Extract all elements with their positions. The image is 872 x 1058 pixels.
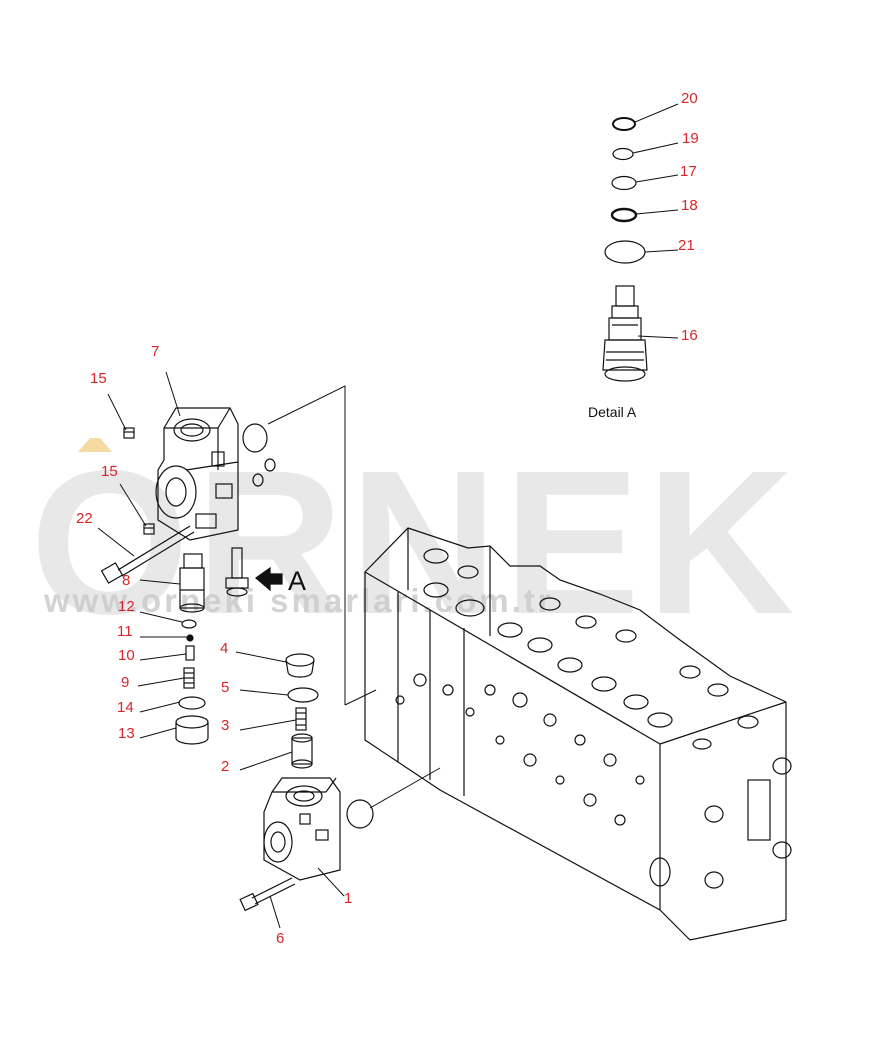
part-6-bolt [239,877,296,912]
part-5-ring [287,687,319,703]
callout-21: 21 [678,237,695,254]
seal-ring-lower [346,799,374,829]
detail-a-parts [602,117,648,382]
callout-17: 17 [680,163,697,180]
detail-a-caption: Detail A [588,404,637,420]
callout-leaders [97,371,345,929]
callout-4: 4 [220,640,229,657]
callout-22: 22 [76,510,93,527]
callout-2: 2 [221,758,230,775]
part-3-spring [295,707,307,731]
small-ring-a [264,458,276,472]
part-9-spring [183,667,195,689]
watermark-brand: ORNEK [30,428,801,657]
part-13-cap [175,715,209,745]
watermark-accent [78,438,112,452]
part-15-plug-lower [143,523,155,535]
callout-10: 10 [118,647,135,664]
part-21-ring [604,240,646,264]
part-15-plug-upper [123,427,135,439]
spool-a [225,547,249,597]
callout-6: 6 [276,930,285,947]
part-16-valve [602,285,648,382]
callout-13: 13 [118,725,135,742]
assembly-guide-line [267,385,346,705]
detail-leaders [632,103,679,339]
part-18-ring [610,207,638,223]
callout-11: 11 [117,623,133,640]
part-17-ring [611,175,637,191]
part-22-bolt [100,525,195,584]
callout-19: 19 [682,130,699,147]
part-1-housing [263,777,341,881]
part-8-sleeve [179,553,205,613]
callout-16: 16 [681,327,698,344]
small-ring-b [252,473,264,487]
callout-14: 14 [117,699,134,716]
part-12-ring [181,619,197,629]
callout-20: 20 [681,90,698,107]
main-valve-block [364,527,792,941]
callout-9: 9 [121,674,130,691]
callout-1: 1 [344,890,353,907]
view-arrow [255,566,283,592]
part-7-valve-housing [155,407,239,541]
callout-5: 5 [221,679,230,696]
part-10-plunger [185,645,195,661]
callout-7: 7 [151,343,160,360]
seal-ring-upper [242,423,268,453]
part-20-ring [612,117,636,131]
part-14-ring [178,696,206,710]
part-2-piston [291,733,313,769]
callout-8: 8 [122,572,131,589]
part-4-plug [285,653,315,678]
callout-12: 12 [118,598,135,615]
part-11-ball [186,634,194,642]
callout-3: 3 [221,717,230,734]
callout-15-lower: 15 [101,463,118,480]
callout-18: 18 [681,197,698,214]
view-marker-letter: A [288,566,307,596]
callout-15-upper: 15 [90,370,107,387]
part-19-ring [612,147,634,161]
